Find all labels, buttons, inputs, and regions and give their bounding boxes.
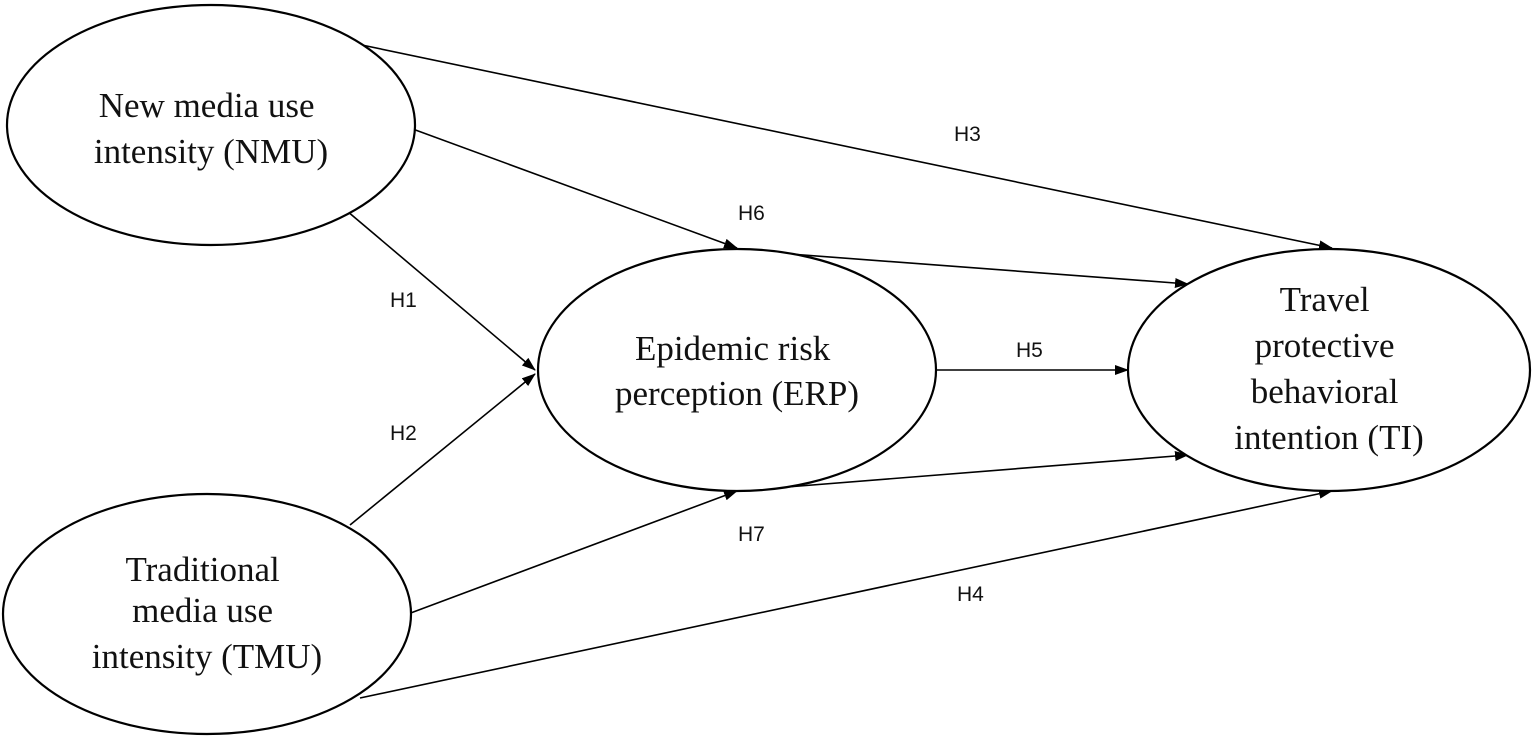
- node-ti-line-1: Travel: [1280, 280, 1370, 319]
- node-erp-line-1: Epidemic risk: [635, 329, 831, 368]
- edges: [346, 43, 1333, 699]
- node-tmu: Traditional media use intensity (TMU): [1, 492, 413, 736]
- node-erp-label: Epidemic risk perception (ERP): [615, 329, 859, 413]
- edge-h6-arrow: [409, 127, 738, 249]
- node-nmu-label: New media use intensity (NMU): [94, 86, 328, 171]
- node-ti-line-2: protective: [1255, 326, 1395, 365]
- node-ti: Travel protective behavioral intention (…: [1126, 247, 1532, 493]
- edge-h6-continuation-arrow: [736, 249, 1189, 289]
- node-nmu-line-1: New media use: [99, 86, 315, 125]
- node-nmu-line-2: intensity (NMU): [94, 132, 328, 171]
- node-erp: Epidemic risk perception (ERP): [536, 247, 938, 493]
- node-erp-ellipse: [536, 247, 938, 493]
- edge-h4-arrow: [359, 488, 1333, 699]
- edge-label-h2: H2: [390, 422, 417, 445]
- edge-h7-arrow: [407, 490, 738, 615]
- node-ti-label: Travel protective behavioral intention (…: [1234, 280, 1424, 457]
- edge-h7-continuation-arrow: [736, 451, 1189, 492]
- node-tmu-ellipse: [1, 492, 413, 736]
- edge-label-h7: H7: [738, 523, 765, 546]
- edge-h3-arrow: [356, 43, 1333, 251]
- node-nmu: New media use intensity (NMU): [5, 3, 417, 247]
- node-tmu-line-1: Traditional: [125, 550, 280, 589]
- edge-label-h3: H3: [954, 123, 981, 146]
- edge-label-h4: H4: [957, 583, 984, 606]
- node-ti-line-3: behavioral: [1251, 372, 1399, 411]
- node-tmu-label: Traditional media use intensity (TMU): [92, 550, 322, 676]
- node-tmu-line-2: media use: [132, 591, 273, 630]
- node-erp-line-2: perception (ERP): [615, 374, 859, 413]
- node-ti-line-4: intention (TI): [1234, 418, 1424, 457]
- node-nmu-ellipse: [5, 3, 417, 247]
- edge-label-h6: H6: [738, 202, 765, 225]
- node-tmu-line-3: intensity (TMU): [92, 637, 322, 676]
- node-ti-ellipse: [1126, 247, 1532, 493]
- edge-labels: H3 H6 H1 H5 H2 H7 H4: [390, 123, 1043, 606]
- edge-label-h1: H1: [390, 289, 417, 312]
- edge-h2-arrow: [349, 373, 536, 526]
- edge-h1-arrow: [346, 210, 536, 371]
- edge-label-h5: H5: [1016, 339, 1043, 362]
